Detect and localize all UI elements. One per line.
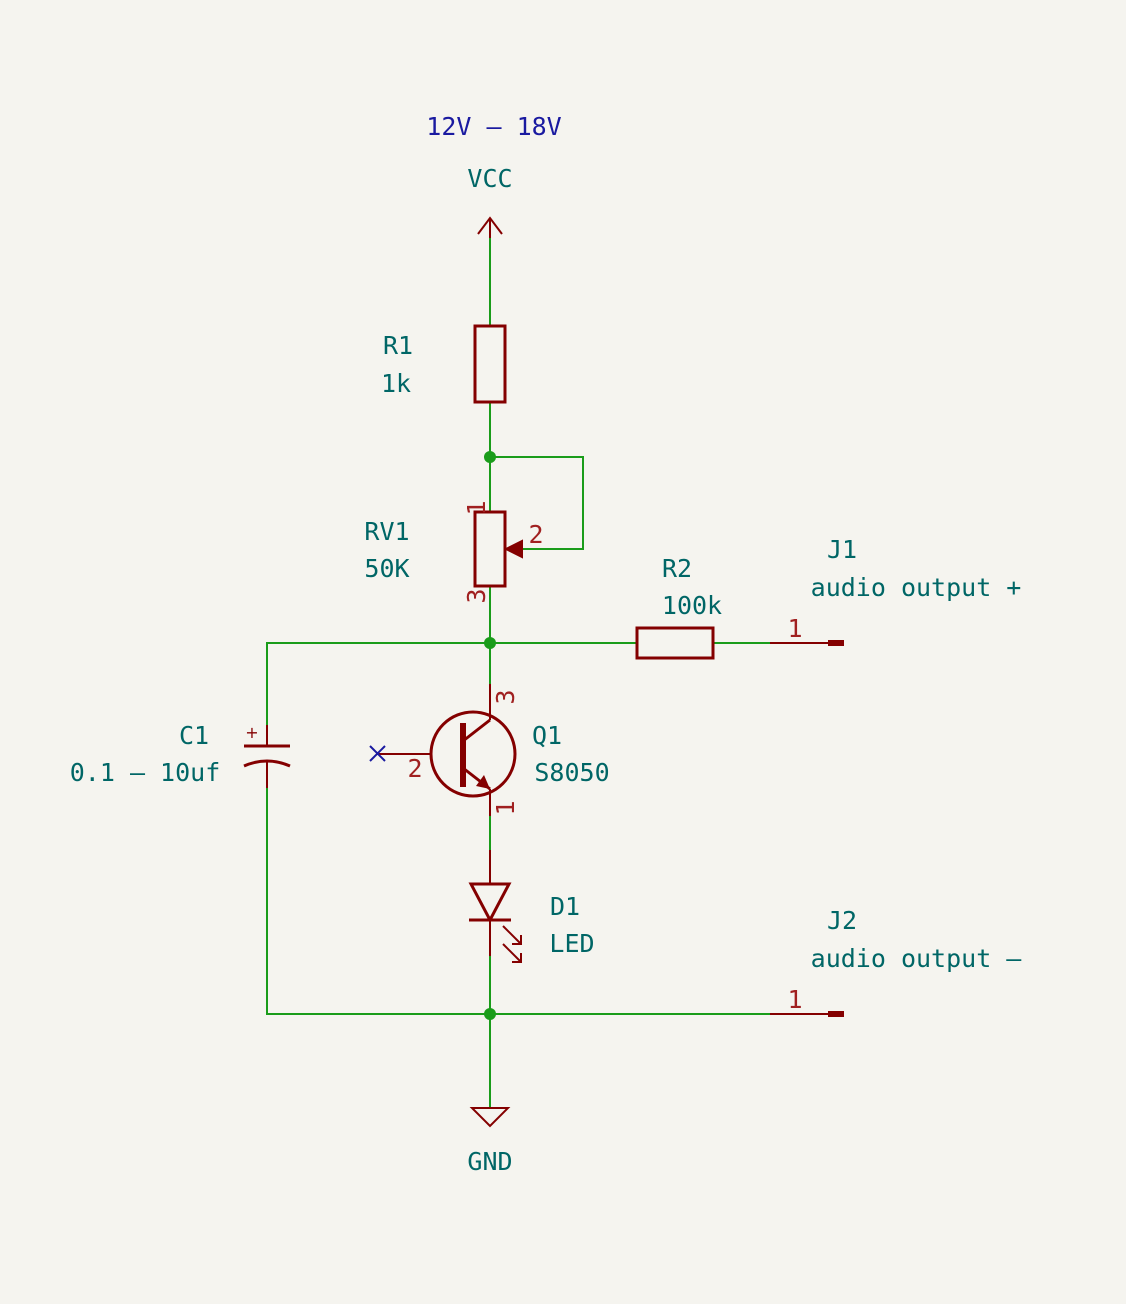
j1-pin-number: 1 bbox=[787, 614, 802, 643]
r2-value: 100k bbox=[662, 591, 722, 620]
d1-light-arrow-2-head bbox=[512, 953, 522, 963]
junction-gnd bbox=[484, 1008, 496, 1020]
junction-r1-rv1 bbox=[484, 451, 496, 463]
q1-emitter-arrow bbox=[476, 775, 490, 789]
wire-c1-gnd-node bbox=[266, 788, 490, 1015]
c1-plate-curved bbox=[243, 759, 291, 768]
j2-terminal bbox=[828, 1011, 844, 1017]
vcc-label: VCC bbox=[467, 164, 512, 193]
j1-terminal bbox=[828, 640, 844, 646]
q1-pin-2: 2 bbox=[407, 754, 422, 783]
no-connect-line-2 bbox=[369, 745, 386, 762]
wire-node-c1 bbox=[266, 642, 490, 725]
q1-value: S8050 bbox=[534, 758, 609, 787]
q1-collector-diag bbox=[462, 718, 491, 743]
wires bbox=[266, 238, 770, 1108]
junction-main bbox=[484, 637, 496, 649]
q1-pin-1: 1 bbox=[491, 800, 520, 815]
wire-rv1-wiper-loop bbox=[490, 456, 584, 550]
rv1-wiper-arrow bbox=[503, 539, 523, 559]
d1-value: LED bbox=[549, 929, 594, 958]
rv1-body bbox=[473, 510, 507, 588]
gnd-triangle bbox=[469, 1107, 511, 1128]
no-connect-marker bbox=[369, 745, 386, 762]
j2-value: audio output – bbox=[811, 944, 1023, 973]
c1-value: 0.1 – 10uf bbox=[70, 758, 221, 787]
q1-pin-3: 3 bbox=[491, 689, 520, 704]
vcc-symbol bbox=[477, 216, 503, 238]
c1-ref: C1 bbox=[179, 721, 209, 750]
rv1-value: 50K bbox=[364, 554, 409, 583]
j2-pin-number: 1 bbox=[787, 985, 802, 1014]
gnd-label: GND bbox=[467, 1147, 512, 1176]
gnd-symbol bbox=[469, 1107, 511, 1128]
j2-ref: J2 bbox=[827, 906, 857, 935]
q1-transistor bbox=[377, 684, 517, 816]
rv1-pin-3: 3 bbox=[462, 588, 491, 603]
d1-light-arrow-2 bbox=[502, 943, 522, 963]
rv1-ref: RV1 bbox=[364, 517, 409, 546]
r1-value: 1k bbox=[381, 369, 411, 398]
d1-light-arrow-1-head bbox=[512, 935, 522, 945]
r1-ref: R1 bbox=[383, 331, 413, 360]
r2-ref: R2 bbox=[662, 554, 692, 583]
rv1-pin-2: 2 bbox=[528, 520, 543, 549]
c1-polarity: + bbox=[245, 723, 258, 742]
d1-ref: D1 bbox=[550, 892, 580, 921]
d1-triangle bbox=[468, 882, 512, 924]
q1-body bbox=[429, 710, 517, 798]
d1-led bbox=[468, 850, 522, 963]
supply-note: 12V – 18V bbox=[426, 112, 561, 141]
d1-light-arrow-1 bbox=[502, 925, 522, 945]
q1-ref: Q1 bbox=[532, 721, 562, 750]
r2-body bbox=[635, 626, 715, 660]
rv1-pin-1: 1 bbox=[462, 500, 491, 515]
vcc-arrow-head bbox=[477, 216, 503, 235]
j1-value: audio output + bbox=[811, 573, 1022, 602]
r1-body bbox=[473, 324, 507, 404]
j1-ref: J1 bbox=[827, 535, 857, 564]
